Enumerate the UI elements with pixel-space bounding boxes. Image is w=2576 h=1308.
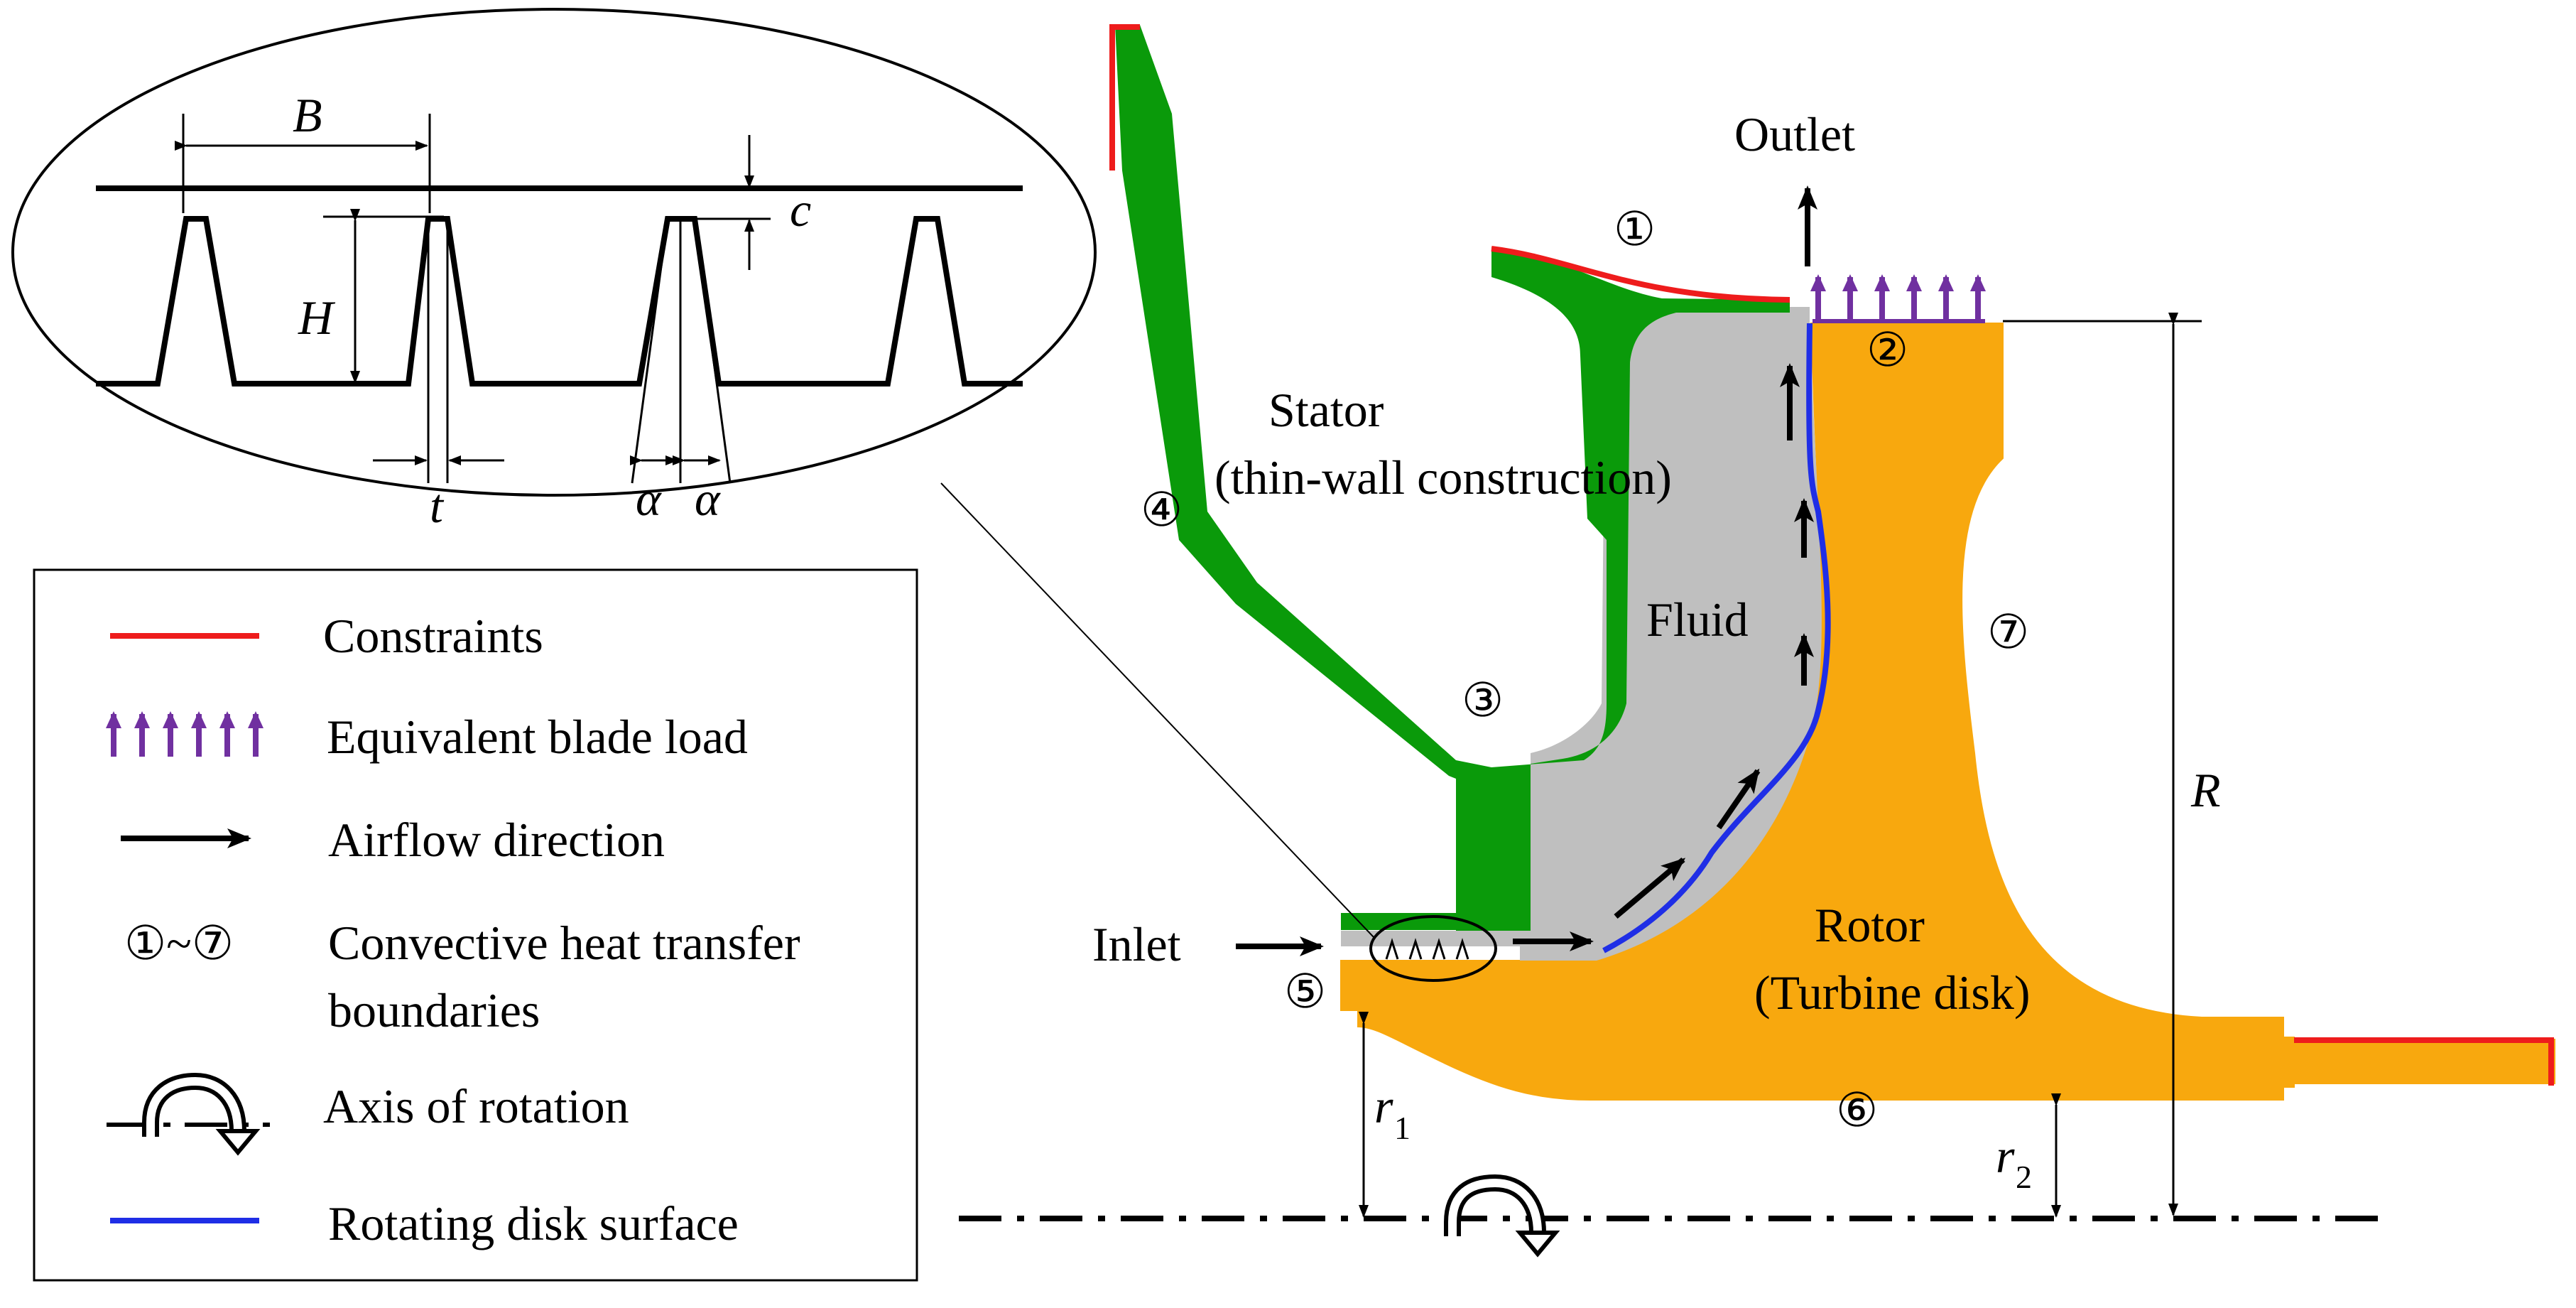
zoom-connector-line [940, 482, 1375, 939]
label-rotor: Rotor [1815, 898, 1925, 952]
legend-constraints-label: Constraints [323, 609, 543, 663]
label-r2-sub: 2 [2016, 1159, 2032, 1195]
seal-detail: B H c t α α [11, 8, 1097, 533]
stator-shape [1115, 25, 1491, 931]
rotation-arrow-icon [1444, 1174, 1560, 1258]
seal-teeth-small [1385, 938, 1469, 960]
legend-blade-load-label: Equivalent blade load [327, 710, 748, 764]
label-B: B [293, 88, 322, 142]
boundary-5: ⑤ [1284, 966, 1326, 1018]
seal-zoom-ellipse [1369, 915, 1497, 982]
rotating-disk-surface [1602, 323, 1831, 953]
legend-convective-label-2: boundaries [328, 983, 540, 1037]
label-alpha-left: α [636, 472, 662, 526]
boundary-1: ① [1614, 204, 1656, 256]
label-outlet: Outlet [1734, 107, 1855, 161]
boundary-7: ⑦ [1987, 607, 2029, 659]
seal-detail-ellipse [11, 8, 1097, 497]
blade-load-arrows [1810, 274, 1986, 323]
seal-teeth-profile [96, 216, 1023, 387]
legend-airflow-label: Airflow direction [328, 813, 665, 867]
label-r2: r [1996, 1129, 2015, 1183]
label-c: c [790, 183, 811, 237]
label-t: t [430, 479, 445, 533]
dimension-r2: r 2 [1996, 1093, 2061, 1218]
legend-axis-label: Axis of rotation [323, 1079, 629, 1133]
boundary-3: ③ [1462, 675, 1504, 727]
label-fluid: Fluid [1646, 593, 1749, 647]
label-rotor-sub: (Turbine disk) [1754, 966, 2031, 1020]
rotor-shaft [2294, 1039, 2555, 1084]
legend-rotation-icon [107, 1072, 270, 1156]
airflow-arrows [1236, 185, 1817, 956]
legend: Constraints Equivalent blade load Airflo… [33, 568, 918, 1282]
dimension-r1: r 1 [1359, 1012, 1411, 1218]
stator-shroud [1491, 247, 1790, 931]
fluid-region [1358, 307, 1822, 961]
stator-flange-left [1456, 771, 1484, 931]
label-inlet: Inlet [1092, 917, 1181, 971]
boundary-6: ⑥ [1836, 1085, 1878, 1137]
stator-flange-right [1488, 771, 1516, 931]
label-stator: Stator [1268, 383, 1384, 437]
legend-rotating-surface-label: Rotating disk surface [328, 1196, 739, 1250]
legend-blade-load-icon [106, 711, 263, 757]
legend-convective-label-1: Convective heat transfer [328, 916, 800, 970]
boundary-2: ② [1866, 325, 1908, 377]
constraint-shroud [1491, 246, 1790, 303]
label-H: H [298, 291, 336, 345]
constraint-shaft [2294, 1037, 2554, 1086]
fluid-inlet-channel [1341, 931, 1520, 946]
label-stator-sub: (thin-wall construction) [1214, 450, 1672, 504]
label-R: R [2190, 763, 2221, 817]
label-r1: r [1374, 1079, 1393, 1133]
dimension-R: R [2003, 313, 2221, 1216]
boundary-4: ④ [1141, 485, 1183, 536]
label-r1-sub: 1 [1394, 1110, 1411, 1146]
label-alpha-right: α [695, 472, 721, 526]
legend-box [33, 568, 918, 1282]
legend-boundary-symbol: ①~⑦ [124, 918, 234, 970]
